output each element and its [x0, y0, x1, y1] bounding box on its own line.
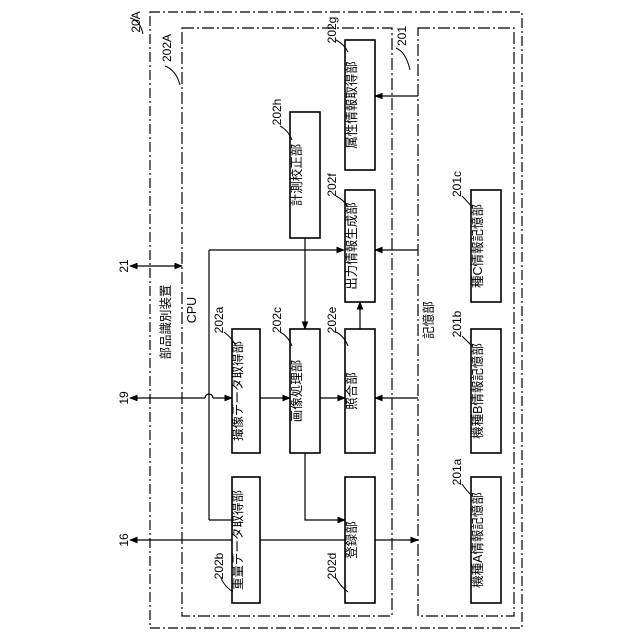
device-label: 部品識別装置 [158, 284, 173, 359]
proc-to-register [305, 453, 345, 520]
port-16-label: 16 [117, 533, 131, 547]
svg-text:照合部: 照合部 [344, 372, 359, 410]
ref-20A: 20A [129, 11, 143, 32]
svg-text:機種A情報記憶部: 機種A情報記憶部 [470, 492, 485, 588]
cpu-label: CPU [185, 297, 199, 323]
output-info-generation-block: 出力情報生成部 [344, 190, 375, 302]
ref-202b: 202b [212, 552, 226, 579]
svg-text:属性情報取得部: 属性情報取得部 [344, 61, 359, 149]
attribute-info-acquisition-block: 属性情報取得部 [344, 40, 375, 170]
port-19-label: 19 [117, 391, 131, 405]
ref-202f: 202f [325, 173, 339, 197]
svg-text:重量データ取得部: 重量データ取得部 [230, 490, 245, 590]
calibration-block: 計測校正部 [289, 112, 320, 238]
ref-202d: 202d [325, 553, 339, 580]
svg-text:登録部: 登録部 [344, 521, 359, 559]
svg-text:計測校正部: 計測校正部 [289, 144, 304, 207]
svg-text:機種B情報記憶部: 機種B情報記憶部 [470, 343, 485, 439]
ref-201a: 201a [450, 458, 464, 485]
weight-data-acquisition-block: 重量データ取得部 [230, 477, 260, 603]
storage-label: 記憶部 [421, 301, 436, 339]
ref-201b: 201b [450, 310, 464, 337]
svg-text:出力情報生成部: 出力情報生成部 [344, 202, 359, 290]
svg-text:種C情報記憶部: 種C情報記憶部 [470, 204, 485, 288]
ref-202A: 202A [160, 34, 174, 62]
leader-201 [396, 48, 410, 70]
ref-202c: 202c [270, 307, 284, 333]
ref-202e: 202e [325, 306, 339, 333]
leader-202A [165, 66, 180, 85]
ref-202g: 202g [325, 17, 339, 44]
image-processing-block: 画像処理部 [289, 329, 320, 453]
model-c-storage-block: 種C情報記憶部 [470, 190, 501, 302]
svg-text:画像処理部: 画像処理部 [289, 360, 304, 423]
registration-block: 登録部 [344, 477, 375, 603]
ref-201c: 201c [450, 171, 464, 197]
ref-202h: 202h [270, 99, 284, 126]
port-21-label: 21 [117, 259, 131, 273]
image-data-acquisition-block: 撮像データ取得部 [230, 329, 260, 453]
model-a-storage-block: 機種A情報記憶部 [470, 477, 501, 603]
ref-201: 201 [395, 26, 409, 46]
svg-text:撮像データ取得部: 撮像データ取得部 [230, 341, 245, 441]
model-b-storage-block: 機種B情報記憶部 [470, 329, 501, 453]
ref-202a: 202a [212, 306, 226, 333]
collation-block: 照合部 [344, 329, 375, 453]
